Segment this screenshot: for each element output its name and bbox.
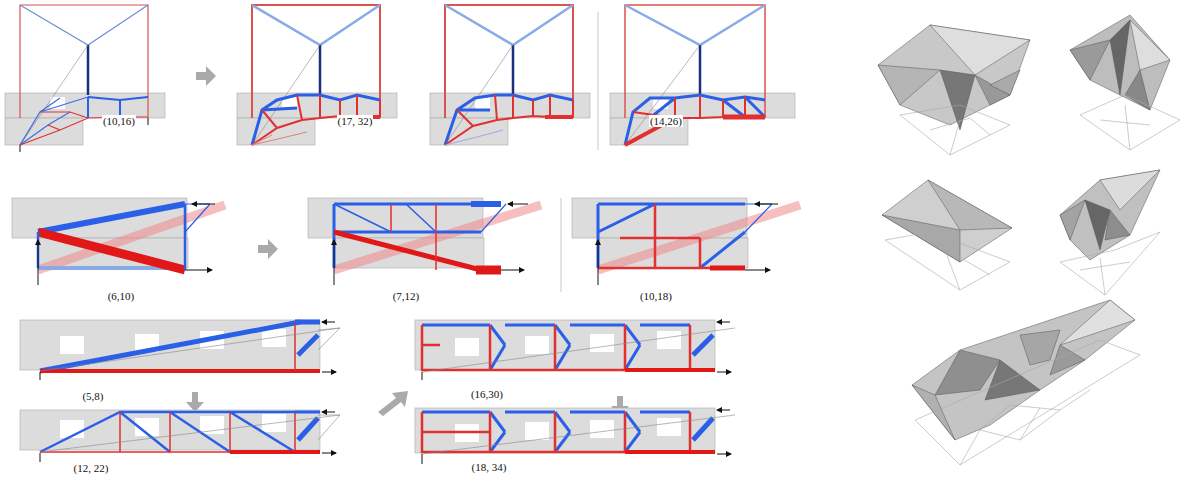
label-holder: (18, 34) xyxy=(471,457,508,475)
structure-count-label: (16,30) xyxy=(470,388,504,400)
structure-count-label: (14,26) xyxy=(649,115,683,127)
label-holder: (12, 22) xyxy=(73,458,110,476)
structure-count-label: (17, 32) xyxy=(337,115,374,127)
label-holder: (6,10) xyxy=(107,286,136,304)
structure-count-label: (6,10) xyxy=(107,290,136,302)
structure-count-label: (10,18) xyxy=(639,290,673,302)
structure-count-label: (10,16) xyxy=(102,115,136,127)
label-holder: (16,30) xyxy=(470,384,504,402)
structure-count-label: (12, 22) xyxy=(73,462,110,474)
structure-count-label: (5,8) xyxy=(81,390,104,402)
label-holder: (17, 32) xyxy=(337,111,374,129)
label-holder: (10,16) xyxy=(102,111,136,129)
structure-count-label: (18, 34) xyxy=(471,461,508,473)
label-holder: (14,26) xyxy=(649,111,683,129)
label-holder: (5,8) xyxy=(81,386,104,404)
label-holder: (7,12) xyxy=(392,286,421,304)
structure-count-label: (7,12) xyxy=(392,290,421,302)
label-holder: (10,18) xyxy=(639,286,673,304)
